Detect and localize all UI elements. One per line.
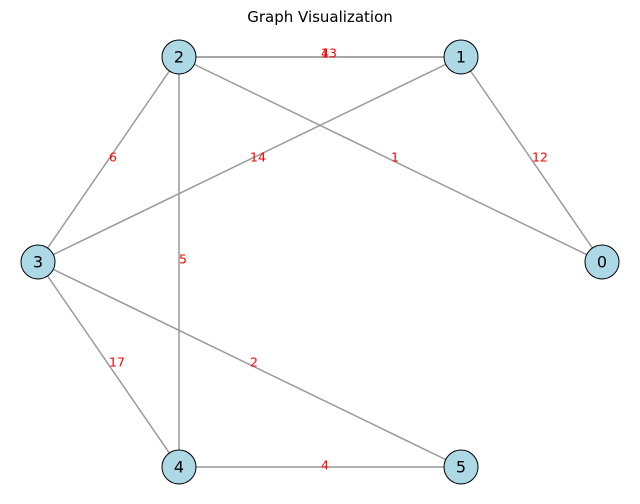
node-circle [443, 39, 479, 75]
edge-weight-label: 17 [109, 355, 125, 370]
edge-weight-label: 2 [250, 355, 258, 370]
node-label: 1 [456, 48, 466, 67]
node-circle [443, 449, 479, 485]
node-4: 4 [161, 449, 197, 485]
edge-weight-label: 6 [109, 150, 117, 165]
edge-weight-label: 4 [321, 46, 329, 61]
graph-title: Graph Visualization [247, 8, 393, 26]
node-circle [161, 449, 197, 485]
edge-weight-label: 1 [391, 150, 399, 165]
node-2: 2 [161, 39, 197, 75]
edge-2-3 [37, 56, 180, 263]
edge-weight-label: 12 [532, 150, 548, 165]
node-circle [20, 244, 56, 280]
edge-3-4 [37, 261, 180, 468]
edge-2-0 [178, 56, 603, 263]
edge-3-1 [37, 56, 462, 263]
edge-weight-label: 5 [179, 252, 187, 267]
node-1: 1 [443, 39, 479, 75]
edge-weight-label: 14 [250, 150, 266, 165]
node-circle [161, 39, 197, 75]
edge-1-0 [460, 56, 603, 263]
node-3: 3 [20, 244, 56, 280]
node-label: 4 [174, 458, 184, 477]
node-label: 5 [456, 458, 466, 477]
edge-3-5 [37, 261, 462, 468]
edge-weight-label: 4 [321, 458, 329, 473]
node-0: 0 [584, 244, 620, 280]
node-label: 2 [174, 48, 184, 67]
edges-layer [37, 56, 603, 468]
node-circle [584, 244, 620, 280]
edge-weight-label: 13 [321, 46, 337, 61]
node-label: 0 [597, 253, 607, 272]
node-label: 3 [33, 253, 43, 272]
node-5: 5 [443, 449, 479, 485]
